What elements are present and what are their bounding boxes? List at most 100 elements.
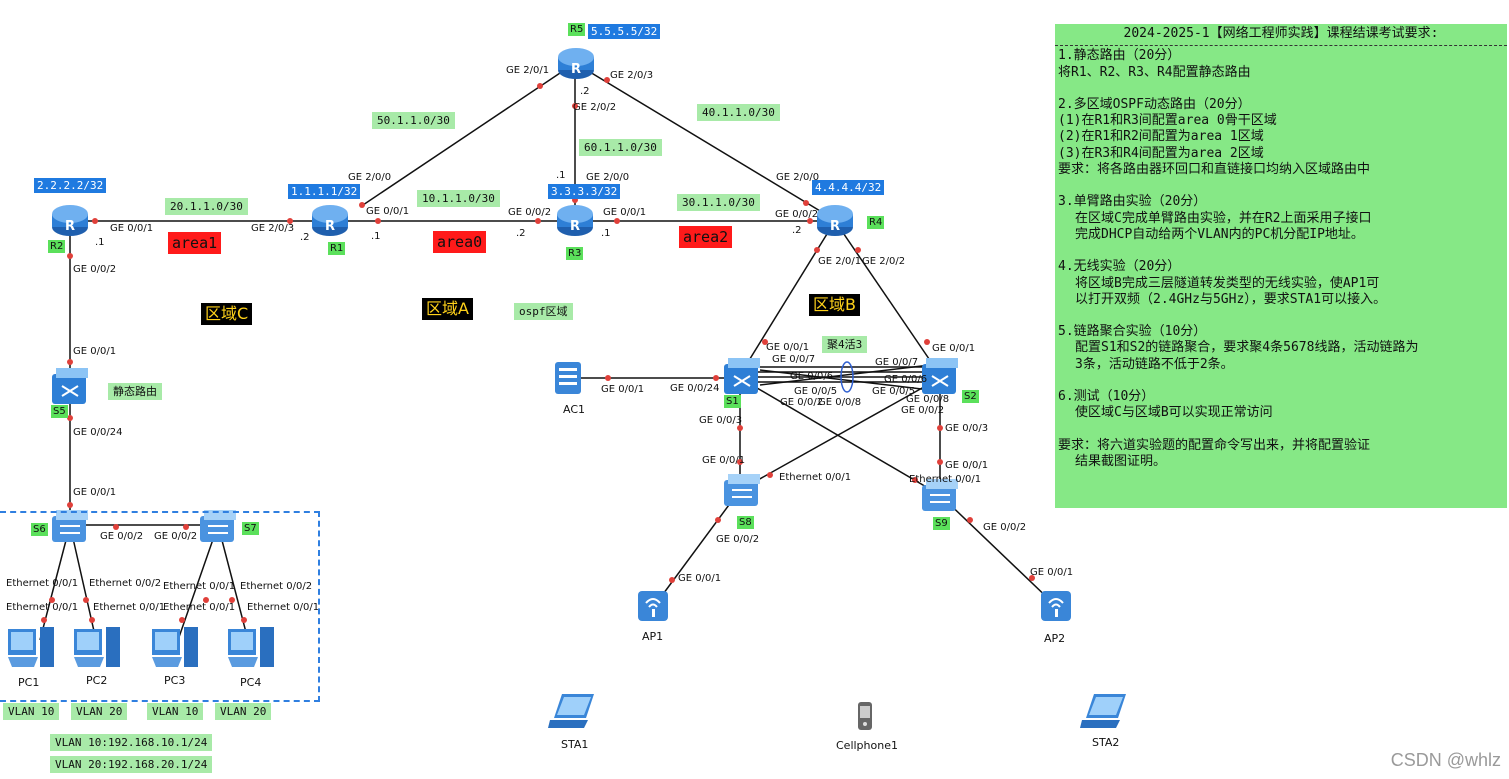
- port-label: Ethernet 0/0/1: [6, 578, 79, 589]
- port-label: GE 0/0/5: [872, 386, 916, 397]
- subnet-r5-r3: 60.1.1.0/30: [579, 139, 662, 156]
- port-label: GE 0/0/24: [73, 427, 123, 438]
- switch-s6-icon[interactable]: [50, 508, 90, 548]
- req-line: 要求：将六道实验题的配置命令写出来，并将配置验证: [1058, 437, 1371, 453]
- switch-s2-icon[interactable]: [920, 356, 960, 400]
- s9-tag: S9: [933, 517, 950, 530]
- port-label: GE 0/0/8: [906, 394, 950, 405]
- sta2-label: STA2: [1092, 736, 1120, 749]
- r4-loopback: 4.4.4.4/32: [812, 180, 885, 195]
- ap2-icon[interactable]: [1037, 585, 1077, 629]
- req-line: 将R1、R2、R3、R4配置静态路由: [1058, 64, 1251, 80]
- ac1-icon[interactable]: [551, 358, 585, 402]
- port-label: .2: [580, 86, 590, 97]
- req-line: (1)在R1和R3间配置area 0骨干区域: [1058, 113, 1277, 129]
- port-label: GE 0/0/1: [73, 346, 117, 357]
- vlan20-gateway: VLAN 20:192.168.20.1/24: [50, 756, 213, 773]
- port-label: GE 0/0/2: [775, 209, 819, 220]
- req-line: 使区域C与区域B可以实现正常访问: [1075, 405, 1273, 421]
- port-label: GE 0/0/2: [716, 534, 760, 545]
- pc4-label: PC4: [240, 676, 262, 689]
- port-label: GE 2/0/0: [776, 172, 820, 183]
- switch-s8-icon[interactable]: [722, 472, 762, 512]
- link-s9-ap2: [939, 494, 1056, 606]
- r3-loopback: 3.3.3.3/32: [548, 184, 621, 199]
- s6-tag: S6: [31, 523, 48, 536]
- router-r2-icon[interactable]: R: [50, 200, 90, 244]
- req-line: 5.链路聚合实验（10分）: [1058, 324, 1207, 340]
- router-r3-icon[interactable]: R: [555, 200, 595, 244]
- pc4-icon[interactable]: [226, 625, 276, 677]
- req-line: 4.无线实验（20分）: [1058, 259, 1181, 275]
- req-line: 1.静态路由（20分）: [1058, 48, 1181, 64]
- port-label: GE 0/0/7: [875, 357, 919, 368]
- port-label: Ethernet 0/0/2: [89, 578, 162, 589]
- pc1-label: PC1: [18, 676, 40, 689]
- vlan-pc2: VLAN 20: [71, 703, 128, 720]
- req-line: 结果截图证明。: [1075, 453, 1167, 469]
- router-r5-icon[interactable]: R: [556, 43, 596, 87]
- port-label: GE 0/0/2: [780, 397, 824, 408]
- req-line: 3.单臂路由实验（20分）: [1058, 194, 1207, 210]
- req-line: 以打开双频（2.4GHz与5GHz），要求STA1可以接入。: [1075, 291, 1387, 307]
- pc3-icon[interactable]: [150, 625, 200, 677]
- vlan-pc3: VLAN 10: [147, 703, 204, 720]
- port-label: GE 0/0/24: [670, 383, 720, 394]
- port-label: GE 2/0/1: [506, 65, 550, 76]
- link-s2-s8: [739, 377, 941, 491]
- r5-tag: R5: [568, 23, 586, 36]
- r4-tag: R4: [867, 216, 885, 229]
- sta1-laptop-icon[interactable]: [548, 692, 602, 736]
- port-label: .1: [95, 237, 105, 248]
- switch-s7-icon[interactable]: [198, 508, 238, 548]
- port-label: GE 0/0/7: [772, 354, 816, 365]
- req-line: 完成DHCP自动给两个VLAN内的PC机分配IP地址。: [1075, 226, 1364, 242]
- port-label: GE 2/0/2: [862, 256, 906, 267]
- s1-tag: S1: [724, 395, 741, 408]
- r5-loopback: 5.5.5.5/32: [588, 24, 661, 39]
- zone-b-label: 区域B: [809, 294, 860, 316]
- sta2-laptop-icon[interactable]: [1080, 692, 1134, 736]
- subnet-r3-r4: 30.1.1.0/30: [677, 194, 760, 211]
- link-s1-s9: [739, 377, 941, 496]
- port-label: GE 0/0/1: [601, 384, 645, 395]
- port-label: GE 0/0/1: [932, 343, 976, 354]
- ap1-label: AP1: [642, 630, 664, 643]
- lag-label: 聚4活3: [822, 336, 868, 353]
- watermark: CSDN @whlz: [1390, 750, 1501, 770]
- port-label: GE 0/0/2: [100, 531, 144, 542]
- subnet-r5-r4: 40.1.1.0/30: [697, 104, 780, 121]
- port-label: GE 0/0/2: [901, 405, 945, 416]
- switch-s5-icon[interactable]: [50, 366, 90, 410]
- lag-line-6: [759, 369, 931, 391]
- port-label: Ethernet 0/0/1: [93, 602, 166, 613]
- area2-tag: area2: [679, 226, 733, 248]
- r1-loopback: 1.1.1.1/32: [288, 184, 361, 199]
- vlan-area-box: [0, 511, 320, 702]
- subnet-r5-r1: 50.1.1.0/30: [372, 112, 455, 129]
- pc1-icon[interactable]: [6, 625, 56, 677]
- pc2-icon[interactable]: [72, 625, 122, 677]
- port-label: GE 0/0/1: [678, 573, 722, 584]
- ap1-icon[interactable]: [634, 585, 674, 629]
- port-label: Ethernet 0/0/1: [909, 474, 982, 485]
- port-label: GE 0/0/2: [983, 522, 1027, 533]
- switch-s1-icon[interactable]: [722, 356, 762, 400]
- port-label: GE 0/0/2: [73, 264, 117, 275]
- link-r4-s2: [834, 220, 941, 376]
- link-r5-r1: [359, 62, 576, 208]
- port-label: GE 2/0/0: [586, 172, 630, 183]
- port-label: GE 0/0/1: [73, 487, 117, 498]
- cellphone-icon[interactable]: [855, 700, 877, 738]
- r2-loopback: 2.2.2.2/32: [34, 178, 107, 193]
- requirements-divider: [1055, 45, 1507, 47]
- router-r4-icon[interactable]: R: [815, 200, 855, 244]
- s7-tag: S7: [242, 522, 259, 535]
- zone-c-label: 区域C: [201, 303, 253, 325]
- port-label: GE 0/0/1: [702, 455, 746, 466]
- switch-s9-icon[interactable]: [920, 477, 960, 517]
- router-r1-icon[interactable]: R: [310, 200, 350, 244]
- area0-tag: area0: [433, 231, 487, 253]
- port-label: GE 0/0/5: [794, 386, 838, 397]
